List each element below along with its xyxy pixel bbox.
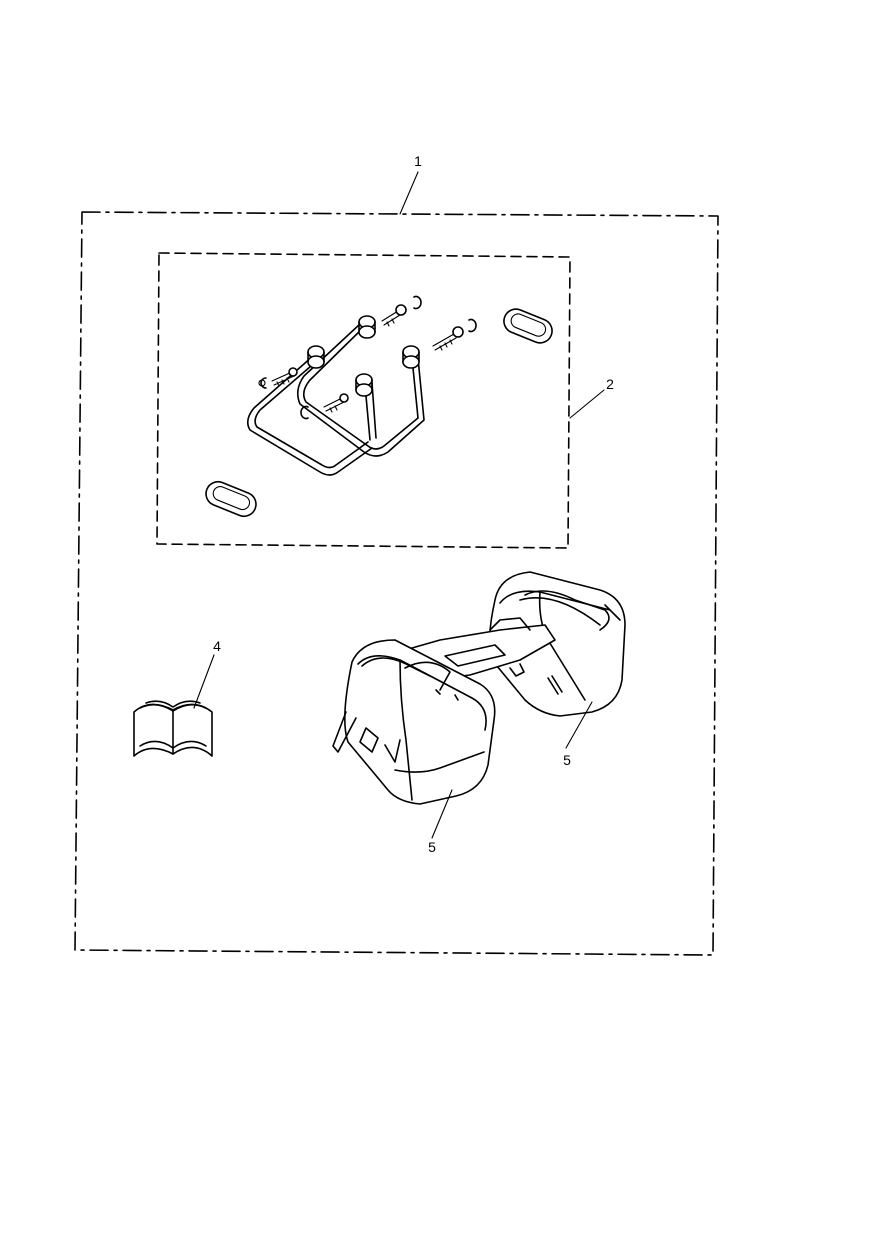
callout-5-front: 5 — [428, 839, 436, 855]
bolt — [323, 393, 349, 413]
rubber-pad — [503, 308, 553, 344]
spacer-tube — [402, 345, 420, 369]
kit-boundary-outline — [74, 211, 719, 956]
pannier-frame-right-inner — [296, 323, 425, 457]
washer — [258, 379, 266, 387]
bolt — [381, 304, 407, 327]
washer — [260, 377, 267, 389]
callout-2: 2 — [606, 376, 614, 392]
washer — [300, 405, 309, 420]
spacer-tube — [358, 315, 376, 339]
callout-5-rear: 5 — [563, 752, 571, 768]
fitting-kit-group — [205, 295, 553, 518]
leader-line-4 — [193, 654, 215, 709]
callout-1: 1 — [414, 153, 422, 169]
owners-handbook-icon — [133, 700, 213, 757]
pannier-frame-left-inner — [254, 359, 369, 469]
rubber-pad — [205, 480, 257, 518]
leader-line-5b — [565, 701, 593, 749]
bolt — [432, 326, 464, 351]
spacer-tube — [355, 373, 373, 397]
spacer-tube — [307, 345, 325, 369]
fitting-kit-boundary-outline — [156, 252, 571, 549]
leader-line-1 — [399, 171, 419, 215]
pannier-bag-front — [332, 639, 496, 805]
pannier-frame-right — [302, 325, 419, 450]
washer — [413, 295, 422, 310]
pannier-frame-left — [246, 355, 373, 476]
washer — [468, 318, 477, 333]
leader-line-2 — [569, 389, 605, 419]
callout-4: 4 — [213, 638, 221, 654]
leader-line-5a — [431, 789, 453, 839]
bolt — [271, 367, 298, 387]
